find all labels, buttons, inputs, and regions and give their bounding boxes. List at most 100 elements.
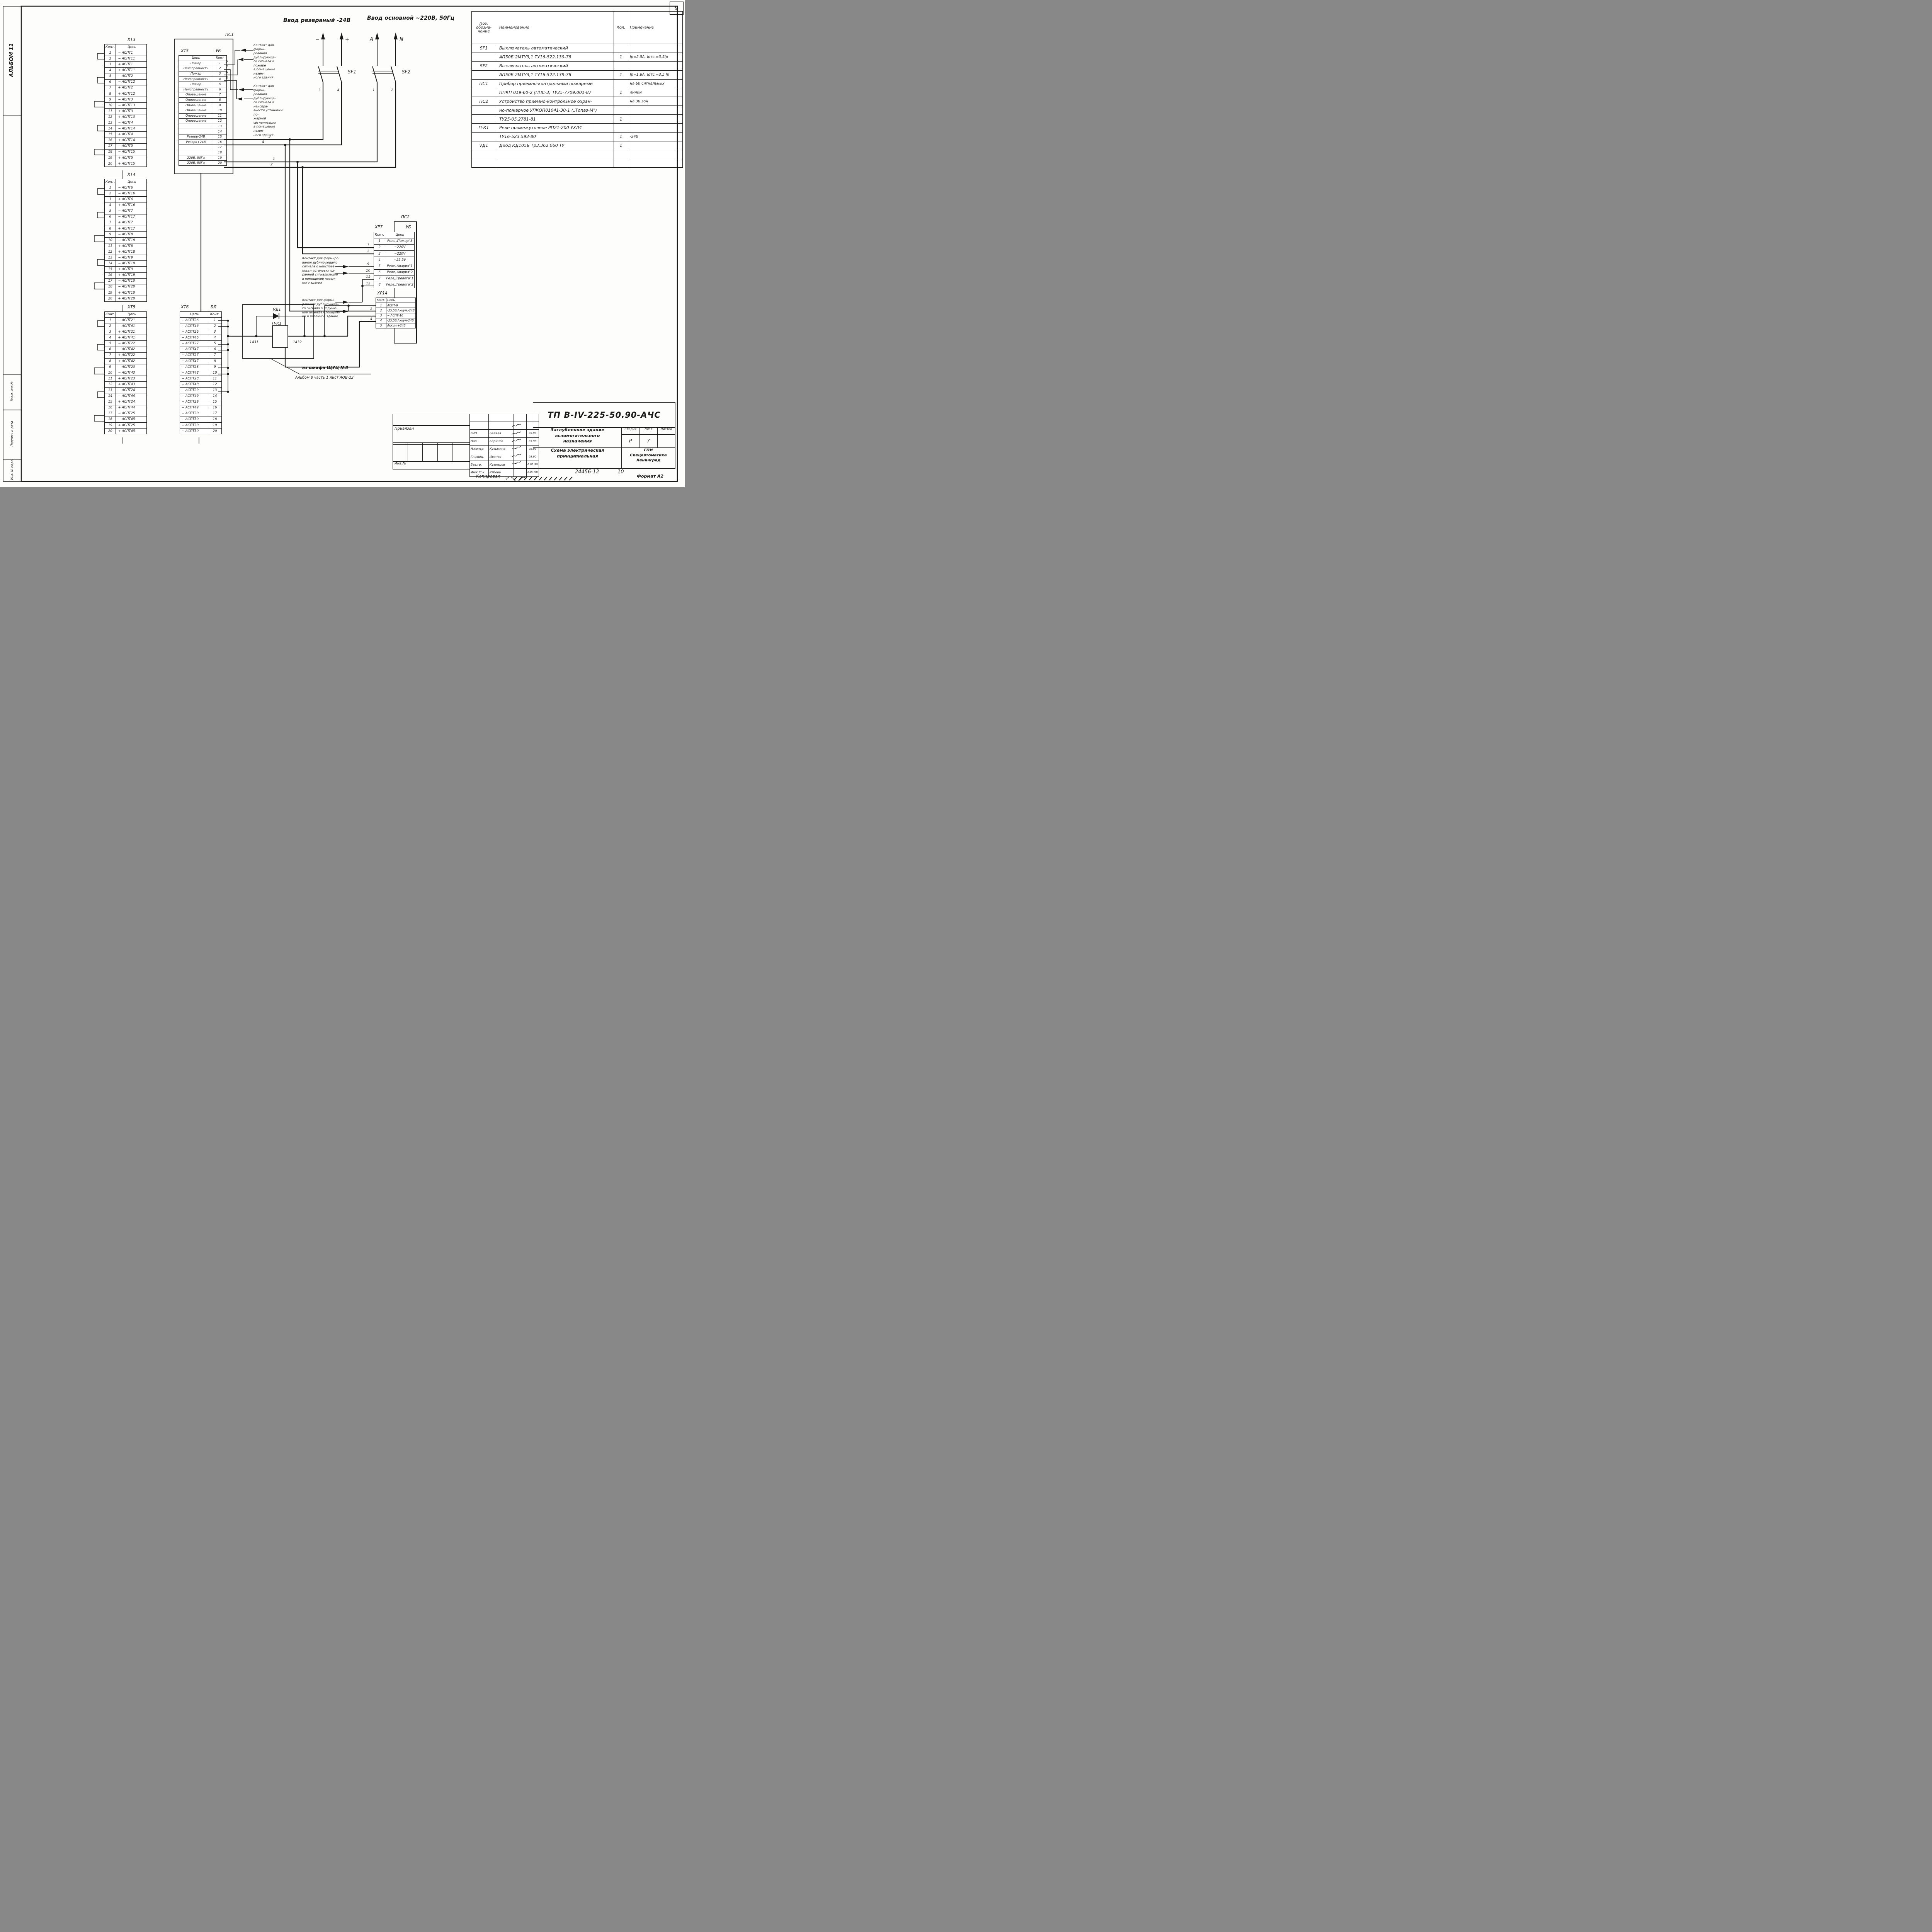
- table-cell: + АСПТ7: [116, 219, 147, 226]
- table-row: [471, 158, 683, 168]
- table-cell: 10: [104, 102, 116, 109]
- doc-number-footer: 24456-12: [575, 469, 599, 475]
- svg-text:2: 2: [391, 88, 393, 92]
- table-cell: 20: [208, 428, 222, 434]
- table-row: 19+ АСПТ25: [104, 422, 147, 429]
- table-cell: Баринов: [488, 437, 514, 446]
- table-cell: [614, 79, 628, 88]
- svg-text:2: 2: [367, 250, 369, 253]
- table-cell: + АСПТ48: [180, 381, 208, 388]
- table-cell: Реле„Авария"1: [385, 263, 415, 270]
- table-cell: Кузьмина: [488, 445, 514, 453]
- table-row: 4+ АСПТ16: [104, 202, 147, 209]
- table-cell: 10: [104, 237, 116, 244]
- table-cell: [614, 123, 628, 133]
- table-cell: − АСПТ21: [116, 317, 147, 324]
- table-row: 8+ АСПТ12: [104, 90, 147, 97]
- table-cell: 2: [376, 308, 386, 313]
- junction-dots: [227, 138, 364, 393]
- table-cell: 9: [208, 364, 222, 370]
- annotation-loop-break: Контакт для форми- рования дублирующе- г…: [302, 298, 340, 318]
- table-row: 17− АСПТ5: [104, 143, 147, 150]
- table-header-row: Конт. Цепь: [373, 231, 415, 239]
- inv-number-cell: Инв.№: [393, 461, 473, 469]
- table-cell: − АСПТ4: [116, 120, 147, 126]
- table-row: 11+ АСПТ23: [104, 376, 147, 382]
- table-cell: − АСПТ18: [116, 237, 147, 244]
- table-cell: + АСПТ29: [180, 399, 208, 405]
- table-cell: 15: [104, 131, 116, 138]
- table-cell: 9: [104, 364, 116, 370]
- table-cell: 10: [213, 107, 227, 114]
- table-cell: 1: [213, 60, 227, 66]
- table-row: 17: [179, 145, 227, 150]
- table-row: 6− АСПТ12: [104, 79, 147, 85]
- copied-signature: [506, 476, 527, 482]
- table-cell: -24В: [628, 132, 683, 141]
- table-cell: ППКП 019-60-2 (ППС-3) ТУ25-7709.001-87: [496, 88, 614, 97]
- table-cell: [614, 97, 628, 106]
- table-cell: 7: [104, 219, 116, 226]
- table-cell: ~220V: [385, 244, 415, 251]
- table-cell: − АСПТ41: [116, 323, 147, 330]
- table-cell: + АСПТ10: [116, 289, 147, 296]
- table-cell: − АСПТ12: [116, 79, 147, 85]
- table-cell: + АСПТ14: [116, 137, 147, 144]
- table-cell: 20: [213, 160, 227, 166]
- table-cell: − АСПТ27: [180, 340, 208, 347]
- table-cell: 1: [614, 114, 628, 124]
- table-row: 6− АСПТ17: [104, 214, 147, 220]
- table-row: 14: [179, 129, 227, 134]
- table-cell: 1: [614, 70, 628, 80]
- breaker-sf2: [372, 34, 396, 83]
- table-cell: 13: [104, 387, 116, 394]
- table-cell: [614, 158, 628, 168]
- table-row: 10− АСПТ18: [104, 237, 147, 244]
- table-cell: − АСПТ30: [180, 410, 208, 417]
- title-left-empty: [393, 414, 470, 426]
- table-cell: Аккум.+24В: [386, 323, 416, 329]
- table-cell: + АСПТ13: [116, 114, 147, 121]
- table-cell: Оповещение: [179, 102, 213, 108]
- table-cell: 5: [104, 208, 116, 214]
- annotation-fault-security: Контакт для формиро- вания дублирующего …: [302, 257, 340, 285]
- table-cell: + АСПТ4: [116, 131, 147, 138]
- table-cell: − АСПТ5: [116, 143, 147, 150]
- table-cell: 3: [104, 329, 116, 335]
- breaker-ref-labels: SF1 SF2: [348, 69, 410, 75]
- table-cell: 8: [104, 90, 116, 97]
- table-cell: -25,5В,Аккум-24В: [386, 318, 416, 323]
- table-cell: 7: [373, 275, 386, 282]
- table-row: 2-25,5В,Аккум.-24В: [376, 308, 416, 313]
- table-row: [469, 422, 539, 430]
- column-header: Цепь: [116, 44, 147, 51]
- table-cell: 15: [104, 399, 116, 405]
- table-cell: − АСПТ16: [116, 190, 147, 197]
- attached-cell: Привязан: [393, 425, 473, 445]
- table-cell: 220В, 50Гц: [179, 155, 213, 161]
- table-cell: 1: [104, 185, 116, 191]
- table-row: [471, 150, 683, 159]
- table-cell: но-пожарное УПКОП01041-30-1 („Топаз-М"): [496, 105, 614, 115]
- svg-text:12: 12: [366, 282, 371, 286]
- table-cell: 17: [104, 410, 116, 417]
- table-cell: ТУ25-05.2781-81: [496, 114, 614, 124]
- table-header-row: Цепь Конт: [179, 55, 227, 61]
- table-cell: [471, 70, 496, 80]
- table-cell: на 60 сигнальных: [628, 79, 683, 88]
